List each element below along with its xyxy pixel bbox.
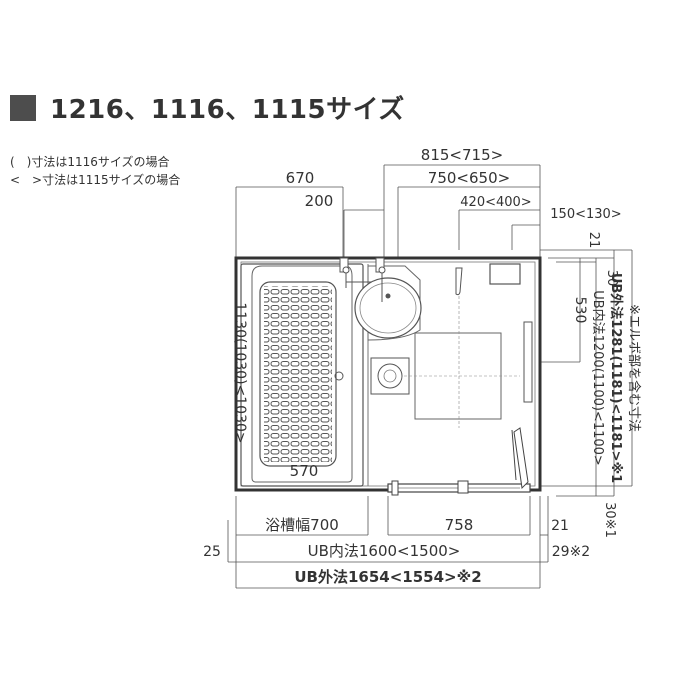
dim-29: 29※2 xyxy=(552,544,590,560)
shower-hook-icon xyxy=(455,267,463,296)
dim-21-bottom: 21 xyxy=(551,518,569,534)
note-angle: < >寸法は1115サイズの場合 xyxy=(10,173,181,187)
dim-420: 420<400> xyxy=(460,195,531,210)
title-bar: 1216、1116、1115サイズ xyxy=(10,89,680,129)
washbasin xyxy=(354,265,422,341)
tub-mat-pattern xyxy=(264,286,332,462)
dim-21-right: 21 xyxy=(586,232,601,249)
dim-670: 670 xyxy=(286,169,315,187)
dim-530: 530 xyxy=(572,297,588,324)
floor-drain-icon xyxy=(370,357,410,395)
dim-570: 570 xyxy=(290,462,319,480)
dim-700: 浴槽幅700 xyxy=(265,516,339,534)
dim-150: 150<130> xyxy=(550,207,621,222)
page-title: 1216、1116、1115サイズ xyxy=(50,95,405,125)
shelf xyxy=(489,263,521,285)
door xyxy=(387,427,531,496)
dim-30-note: 30※1 xyxy=(602,502,617,538)
faucet-icon xyxy=(339,257,386,302)
dim-30-right: 30 xyxy=(604,270,619,287)
dim-758: 758 xyxy=(445,516,474,534)
bathtub xyxy=(240,263,364,487)
dim-ub-outer-height: UB外法1281(1181)<1181>※1 xyxy=(608,273,624,483)
title-square-icon xyxy=(10,95,36,121)
dimension-lines xyxy=(227,164,633,589)
drain-icon xyxy=(334,371,344,381)
dim-1130: 1130(1030)<1030> xyxy=(232,302,248,443)
dim-ub-inner-height: UB内法1200(1100)<1100> xyxy=(590,290,606,466)
bathroom-unit xyxy=(234,256,542,496)
dim-25: 25 xyxy=(203,544,221,560)
dim-ub-inner-width: UB内法1600<1500> xyxy=(308,542,461,560)
dim-200: 200 xyxy=(305,192,334,210)
dim-ub-outer-width: UB外法1654<1554>※2 xyxy=(294,568,481,586)
note-paren: ( )寸法は1116サイズの場合 xyxy=(10,155,170,169)
dim-750: 750<650> xyxy=(428,169,510,187)
note-elbow: ※エルボ部を含む寸法 xyxy=(626,304,642,432)
dimension-labels: 815<715> 670 750<650> 200 420<400> 150<1… xyxy=(203,146,642,586)
dim-815: 815<715> xyxy=(421,146,503,164)
grab-rail xyxy=(523,321,533,403)
